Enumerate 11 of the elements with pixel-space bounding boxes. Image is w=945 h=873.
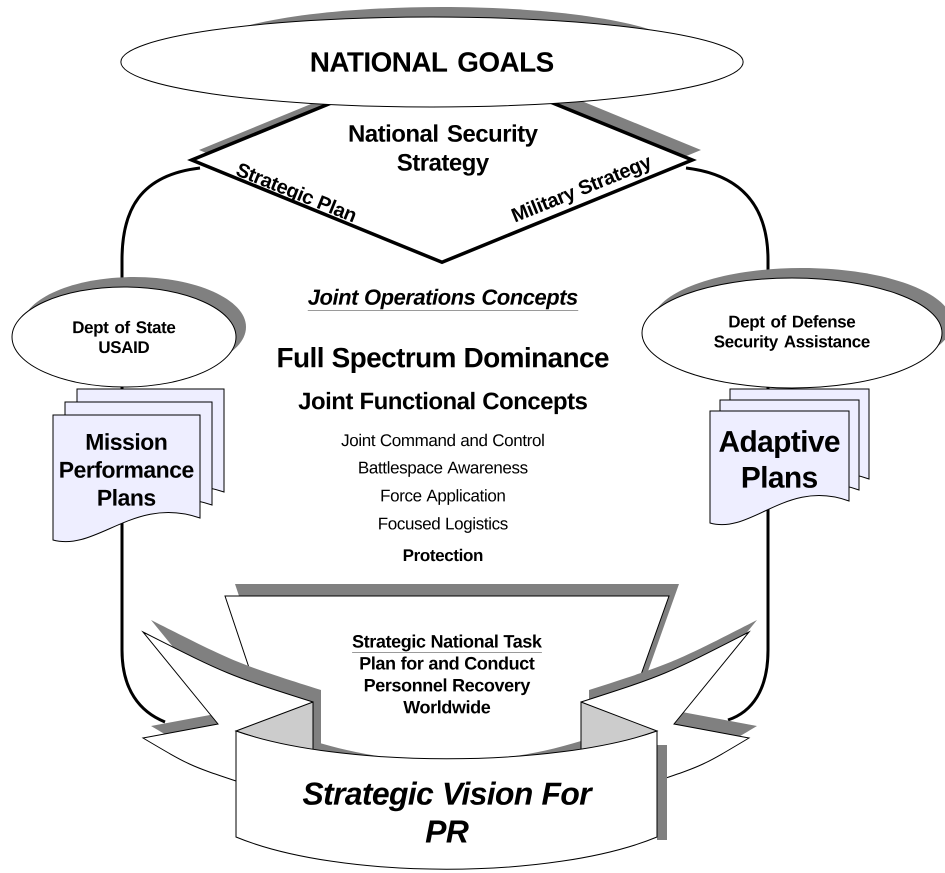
list-item: Joint Command and Control (341, 434, 544, 446)
list-item: Force Application (382, 489, 505, 505)
section-heading: Joint Operations Concepts (308, 288, 578, 311)
list-item: Focused Logistics (379, 517, 508, 533)
list-item: Battlespace Awareness (359, 461, 528, 477)
subheading: Joint Functional Concepts (298, 392, 587, 414)
list-item: Protection (404, 548, 482, 562)
title-text: Full Spectrum Dominance (278, 347, 609, 373)
document-stack: Adaptive Plans (710, 388, 870, 526)
document-stack: Mission Performance Plans (52, 388, 224, 542)
node-label: Dept of Defense Security Assistance (714, 315, 870, 351)
